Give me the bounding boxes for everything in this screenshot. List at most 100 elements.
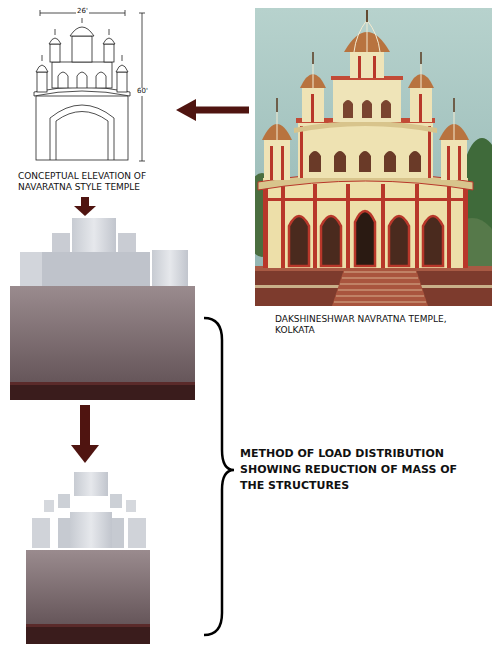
block-model-assembled	[10, 286, 195, 382]
temple-photo	[410, 88, 432, 122]
temple-photo	[289, 216, 309, 266]
elevation-sketch	[40, 10, 41, 16]
elevation-sketch	[58, 72, 68, 88]
block-model-separated	[32, 518, 50, 548]
elevation-sketch	[96, 72, 106, 88]
arrow-connector	[194, 107, 249, 114]
temple-photo	[336, 296, 424, 297]
dimension-label: 26'	[76, 8, 89, 16]
temple-photo	[428, 126, 431, 178]
block-model-separated	[26, 624, 150, 644]
temple-photo	[255, 8, 492, 306]
temple-photo	[263, 178, 468, 268]
block-model-separated	[44, 500, 54, 512]
elevation-sketch	[109, 29, 110, 35]
temple-photo	[312, 52, 314, 64]
block-model-separated	[126, 500, 136, 512]
temple-photo	[415, 184, 419, 268]
temple-photo	[263, 198, 468, 201]
temple-photo	[289, 211, 443, 266]
down-arrow	[80, 405, 90, 445]
temple-photo	[255, 266, 492, 306]
temple-photo	[458, 146, 461, 180]
temple-photo	[300, 126, 303, 178]
down-arrow	[71, 445, 99, 463]
caption-text: CONCEPTUAL ELEVATION OF NAVARATNA STYLE …	[18, 171, 168, 194]
temple-photo	[313, 64, 314, 88]
temple-photo	[311, 94, 314, 122]
block-model-separated	[58, 494, 70, 508]
elevation-sketch	[50, 44, 60, 62]
temple-photo	[309, 151, 321, 172]
block-model-separated	[26, 624, 150, 627]
temple-photo	[334, 302, 426, 303]
elevation-sketch	[77, 72, 87, 88]
elevation-sketch	[139, 161, 145, 162]
temple-photo	[447, 184, 451, 268]
temple-photo	[344, 272, 416, 273]
temple-photo	[300, 126, 431, 178]
temple-photo	[294, 121, 437, 133]
temple-photo	[276, 98, 278, 112]
temple-photo	[333, 76, 401, 122]
temple-photo	[381, 100, 391, 118]
temple-photo	[298, 122, 433, 178]
temple-photo	[302, 88, 324, 122]
block-model-assembled	[10, 382, 195, 400]
block-model-separated	[74, 472, 108, 496]
elevation-sketch	[139, 13, 145, 14]
temple-photo	[367, 20, 380, 52]
temple-photo	[389, 216, 409, 266]
elevation-sketch	[104, 44, 114, 62]
block-model-assembled	[10, 218, 195, 400]
temple-photo	[343, 100, 353, 118]
temple-photo	[373, 56, 376, 78]
temple-photo	[281, 146, 284, 180]
temple-photo	[463, 184, 468, 268]
caption-text: DAKSHINESHWAR NAVRATNA TEMPLE, KOLKATA	[275, 314, 480, 337]
temple-photo	[277, 112, 278, 140]
temple-photo	[270, 146, 273, 180]
elevation-sketch	[37, 72, 47, 92]
temple-photo	[346, 184, 350, 268]
elevation-sketch	[34, 10, 145, 161]
temple-photo	[358, 56, 361, 78]
elevation-sketch	[52, 62, 112, 88]
curly-brace	[204, 318, 234, 635]
block-model-separated	[26, 472, 150, 644]
elevation-sketch	[72, 36, 92, 62]
temple-photo	[367, 20, 368, 52]
elevation-sketch	[117, 72, 127, 92]
temple-photo	[342, 278, 418, 279]
temple-photo	[332, 266, 428, 306]
block-model-assembled	[40, 252, 150, 286]
temple-photo	[263, 184, 468, 268]
down-arrow	[74, 206, 96, 216]
temple-photo	[277, 20, 454, 140]
temple-photo	[338, 290, 422, 291]
block-model-assembled	[72, 218, 116, 256]
elevation-sketch	[116, 65, 128, 72]
temple-photo	[334, 151, 346, 172]
temple-photo	[281, 184, 285, 268]
elevation-sketch	[56, 112, 108, 161]
block-model-separated	[26, 550, 150, 624]
temple-photo	[453, 98, 455, 112]
elevation-sketch	[122, 55, 123, 61]
temple-photo	[441, 140, 467, 180]
temple-photo	[381, 184, 385, 268]
elevation-sketch-node: CONCEPTUAL ELEVATION OF NAVARATNA STYLE …	[15, 8, 170, 197]
elevation-sketch	[82, 18, 83, 23]
annotation-text: METHOD OF LOAD DISTRIBUTION SHOWING REDU…	[240, 446, 485, 494]
temple-photo	[384, 151, 396, 172]
temple-photo-node: DAKSHINESHWAR NAVRATNA TEMPLE, KOLKATA	[255, 8, 492, 340]
down-arrow	[81, 197, 89, 206]
block-model-separated	[70, 512, 112, 548]
temple-photo	[313, 184, 317, 268]
elevation-sketch	[50, 105, 114, 160]
temple-photo	[409, 151, 421, 172]
block-model-assembled	[10, 382, 195, 385]
block-model-assembled	[152, 250, 188, 286]
elevation-sketch	[103, 38, 115, 44]
connector-layer	[194, 110, 249, 111]
